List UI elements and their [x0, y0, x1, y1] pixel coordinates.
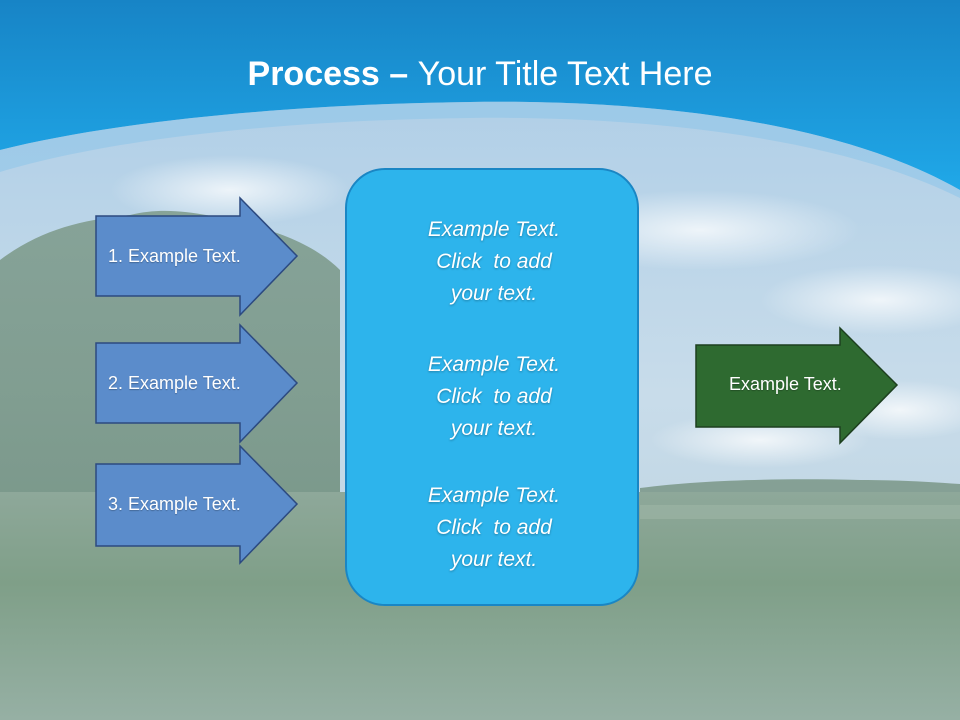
input-arrow-1-label: 1. Example Text. [108, 246, 241, 266]
process-step-3-line-3: your text. [450, 548, 538, 571]
input-arrow-2[interactable]: 2. Example Text. [95, 323, 299, 444]
process-box[interactable]: Example Text. Click to add your text. Ex… [345, 168, 639, 606]
title-bold: Process [247, 55, 380, 93]
output-arrow-label: Example Text. [729, 374, 842, 394]
process-step-1-line-2: Click to add [436, 250, 552, 273]
process-step-3-line-2: Click to add [436, 516, 552, 539]
process-step-2: Example Text. Click to add your text. [347, 349, 641, 445]
process-step-2-line-2: Click to add [436, 385, 552, 408]
input-arrow-3-label: 3. Example Text. [108, 494, 241, 514]
process-step-2-line-3: your text. [450, 417, 538, 440]
input-arrow-3[interactable]: 3. Example Text. [95, 444, 299, 565]
process-step-1: Example Text. Click to add your text. [347, 214, 641, 310]
process-step-1-line-3: your text. [450, 282, 538, 305]
input-arrow-2-shape [95, 323, 299, 444]
output-arrow-shape [695, 326, 899, 445]
process-step-3: Example Text. Click to add your text. [347, 480, 641, 576]
input-arrow-1[interactable]: 1. Example Text. [95, 196, 299, 317]
process-step-1-line-1: Example Text. [427, 218, 561, 241]
title-rest: Your Title Text Here [417, 55, 713, 93]
title-dash: – [379, 55, 418, 93]
process-step-2-line-1: Example Text. [427, 353, 561, 376]
process-step-3-line-1: Example Text. [427, 484, 561, 507]
slide-title: Process – Your Title Text Here [0, 52, 960, 96]
input-arrow-1-shape [95, 196, 299, 317]
input-arrow-3-shape [95, 444, 299, 565]
output-arrow[interactable]: Example Text. [695, 326, 899, 445]
input-arrow-2-label: 2. Example Text. [108, 373, 241, 393]
